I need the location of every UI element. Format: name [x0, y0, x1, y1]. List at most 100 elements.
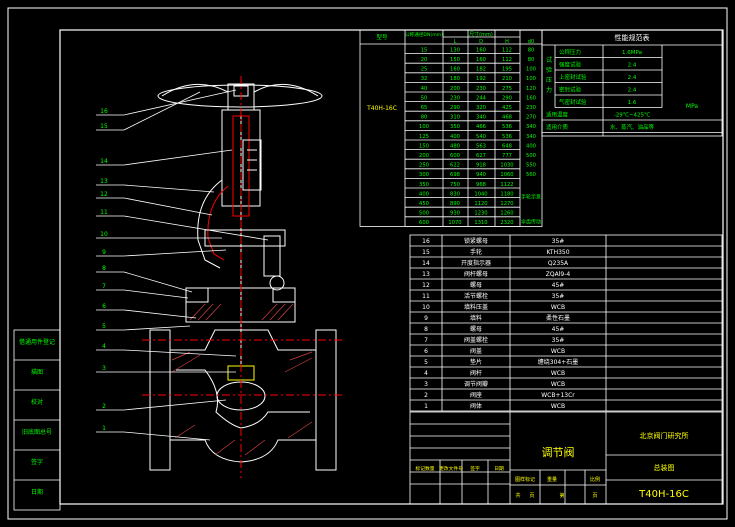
leader-line	[123, 325, 191, 331]
part-material: WCB	[551, 370, 565, 377]
perf-label: 密封试验	[559, 86, 582, 94]
part-number-label: 14	[100, 158, 108, 165]
dim-cell: 180	[450, 76, 460, 82]
part-number-label: 16	[100, 108, 108, 115]
dim-cell: 890	[450, 201, 460, 207]
perf-label: 强度试验	[559, 61, 582, 69]
gland-bolt	[263, 235, 281, 277]
dim-cell: 340	[476, 115, 486, 121]
dim-cell: 968	[476, 182, 486, 188]
dim-cell: 1180	[500, 191, 513, 197]
dim-cell: 290	[502, 95, 512, 101]
dim-cell: 310	[450, 115, 460, 121]
title-code: T40H-16C	[638, 489, 689, 500]
valve-body	[169, 329, 317, 463]
dim-cell: 466	[476, 124, 486, 130]
part-name: 阀座	[470, 391, 482, 399]
part-name: 螺母	[470, 281, 482, 289]
dim-cell: 25	[421, 67, 428, 73]
title-company: 北京阀门研究所	[640, 431, 689, 440]
dim-cell: 500	[526, 153, 536, 159]
bonnet	[185, 287, 296, 323]
dim-col-dims: 尺寸(mm)	[469, 31, 493, 38]
part-no: 4	[424, 370, 428, 377]
dim-cell: 648	[502, 143, 512, 149]
inner-frame	[59, 29, 724, 505]
bonnet-nut-right	[272, 287, 296, 303]
dim-cell: 400	[419, 191, 429, 197]
dim-cell: 160	[476, 47, 486, 53]
left-strip-label: 日期	[31, 488, 43, 496]
leader-line	[123, 91, 201, 131]
leader-line	[123, 309, 197, 319]
dim-cell: 270	[526, 115, 536, 121]
part-material: WCB+13Cr	[541, 392, 575, 399]
dim-cell: 40	[421, 86, 428, 92]
perf-value: 1.6MPa	[622, 50, 642, 56]
part-material: KTH350	[546, 249, 569, 256]
dim-cell: 350	[419, 182, 429, 188]
dim-model-label: T40H-16C	[366, 105, 397, 112]
part-name: 螺母	[470, 325, 482, 333]
yoke-arm	[197, 179, 223, 269]
dim-cell: 400	[526, 143, 536, 149]
title-drawing: 总装图	[654, 463, 675, 472]
dim-cell: 112	[502, 47, 512, 53]
dim-sub-header: D	[479, 39, 483, 45]
left-strip-label: 描图	[31, 368, 43, 376]
dim-cell: 80	[421, 115, 428, 121]
dim-cell: 698	[450, 172, 460, 178]
part-number-label: 7	[102, 283, 106, 290]
part-number-label: 15	[100, 123, 108, 130]
dim-cell: 340	[526, 134, 536, 140]
dim-cell: 536	[502, 134, 512, 140]
dim-col-dn: 公称通径DN(mm)	[405, 31, 443, 38]
dim-cell: 32	[421, 76, 428, 82]
part-material: Q235A	[548, 260, 569, 267]
leader-line	[123, 184, 215, 193]
perf-value: 2.4	[628, 88, 637, 94]
part-name: 活节螺栓	[464, 292, 488, 300]
part-name: 手轮	[470, 248, 482, 256]
dim-cell: 1030	[500, 163, 513, 169]
dim-cell: 275	[502, 86, 512, 92]
dim-cell: 600	[419, 220, 429, 226]
dim-cell: 940	[476, 172, 486, 178]
title-row-label: 更改文件号	[439, 465, 463, 472]
part-no: 14	[422, 260, 430, 267]
dim-cell: 563	[476, 143, 486, 149]
title-row2-label: 图样标记	[515, 476, 535, 483]
part-number-label: 2	[102, 403, 106, 410]
dim-cell: 627	[476, 153, 486, 159]
part-number-label: 13	[100, 178, 108, 185]
leader-line	[123, 431, 211, 441]
part-material: ZQAl9-4	[546, 271, 571, 278]
part-number-label: 12	[100, 191, 108, 198]
dim-cell: 540	[476, 134, 486, 140]
left-strip-label: 校对	[31, 398, 43, 406]
dim-note: 伞齿传动	[521, 218, 541, 225]
dim-cell: 468	[502, 115, 512, 121]
dim-cell: 80	[528, 57, 535, 63]
dim-cell: 350	[450, 124, 460, 130]
dim-cell: 1070	[448, 220, 461, 226]
dim-cell: 500	[419, 211, 429, 217]
perf-value: 2.4	[628, 75, 637, 81]
part-number-label: 10	[100, 231, 108, 238]
part-number-label: 5	[102, 323, 106, 330]
dim-col-model: 型号	[376, 33, 388, 41]
part-name: 阀体	[470, 402, 482, 410]
leader-line	[123, 271, 193, 293]
perf-value: 水、蒸汽、油品等	[610, 123, 655, 131]
dim-cell: 50	[421, 95, 428, 101]
part-number-label: 4	[102, 343, 106, 350]
left-strip-label: 旧底图总号	[22, 428, 52, 436]
dim-cell: 320	[476, 105, 486, 111]
part-name: 开度指示器	[461, 259, 491, 267]
dim-cell: 425	[502, 105, 512, 111]
